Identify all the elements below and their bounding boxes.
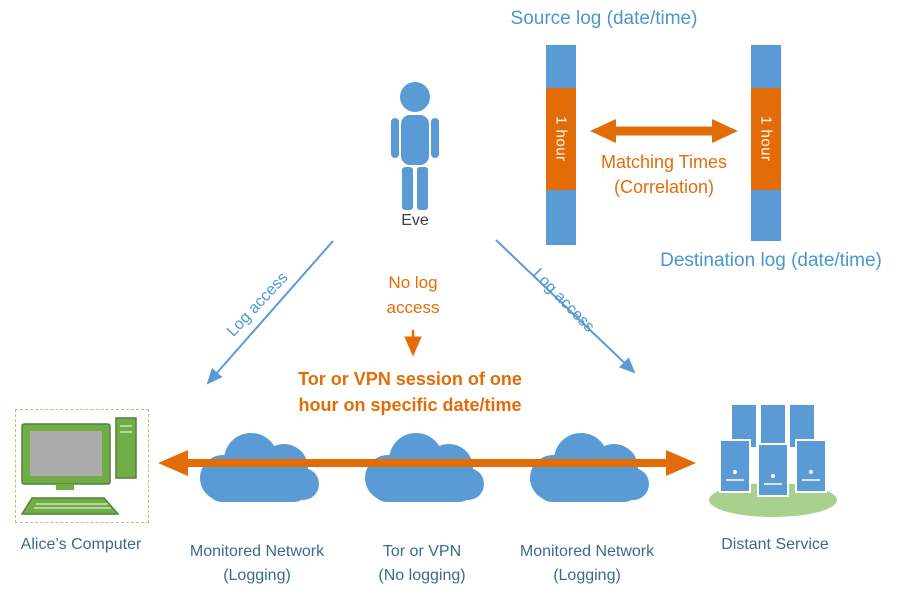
distant-service-label: Distant Service	[721, 536, 829, 553]
session-note-line2: hour on specific date/time	[298, 395, 522, 415]
eve-label: Eve	[401, 212, 429, 229]
network-label-tor-vpn-line1: Tor or VPN	[382, 543, 462, 560]
right-log-access-arrow-icon	[495, 239, 636, 374]
network-label-monitored-right-line1: Monitored Network	[519, 543, 655, 560]
session-path-double-arrow-icon	[158, 450, 696, 476]
destination-log-label: Destination log (date/time)	[660, 250, 882, 271]
monitored-network-cloud-left-icon	[200, 433, 319, 502]
session-note-line1: Tor or VPN session of one	[298, 369, 522, 389]
eve-person-icon	[391, 82, 439, 210]
alice-computer-icon	[15, 409, 149, 523]
source-log-label: Source log (date/time)	[510, 8, 698, 29]
source-one-hour-label: 1 hour	[552, 116, 570, 162]
network-label-monitored-left: Monitored Network (Logging)	[177, 540, 337, 588]
distant-service-icon	[709, 403, 837, 517]
no-log-access-line1: No log	[388, 273, 438, 292]
network-label-monitored-right-line2: (Logging)	[553, 567, 621, 584]
alice-computer-label: Alice’s Computer	[20, 536, 142, 553]
network-label-monitored-left-line1: Monitored Network	[189, 543, 325, 560]
destination-one-hour-label: 1 hour	[757, 116, 775, 162]
no-log-access-arrow-icon	[404, 330, 422, 357]
source-one-hour-segment: 1 hour	[546, 88, 576, 190]
matching-times-double-arrow-icon	[590, 119, 738, 143]
matching-times-line1: Matching Times	[600, 152, 728, 172]
left-log-access-arrow-icon	[206, 240, 334, 385]
matching-times-label: Matching Times (Correlation)	[578, 150, 750, 200]
no-log-access-label: No log access	[357, 270, 469, 320]
matching-times-line2: (Correlation)	[613, 177, 715, 197]
source-timeline-bar: 1 hour	[546, 45, 576, 245]
network-label-monitored-right: Monitored Network (Logging)	[507, 540, 667, 588]
network-label-monitored-left-line2: (Logging)	[223, 567, 291, 584]
network-label-tor-vpn-line2: (No logging)	[378, 567, 466, 584]
no-log-access-line2: access	[386, 298, 440, 317]
destination-one-hour-segment: 1 hour	[751, 88, 781, 190]
session-note: Tor or VPN session of one hour on specif…	[240, 366, 580, 418]
network-label-tor-vpn: Tor or VPN (No logging)	[342, 540, 502, 588]
destination-timeline-bar: 1 hour	[751, 45, 781, 241]
